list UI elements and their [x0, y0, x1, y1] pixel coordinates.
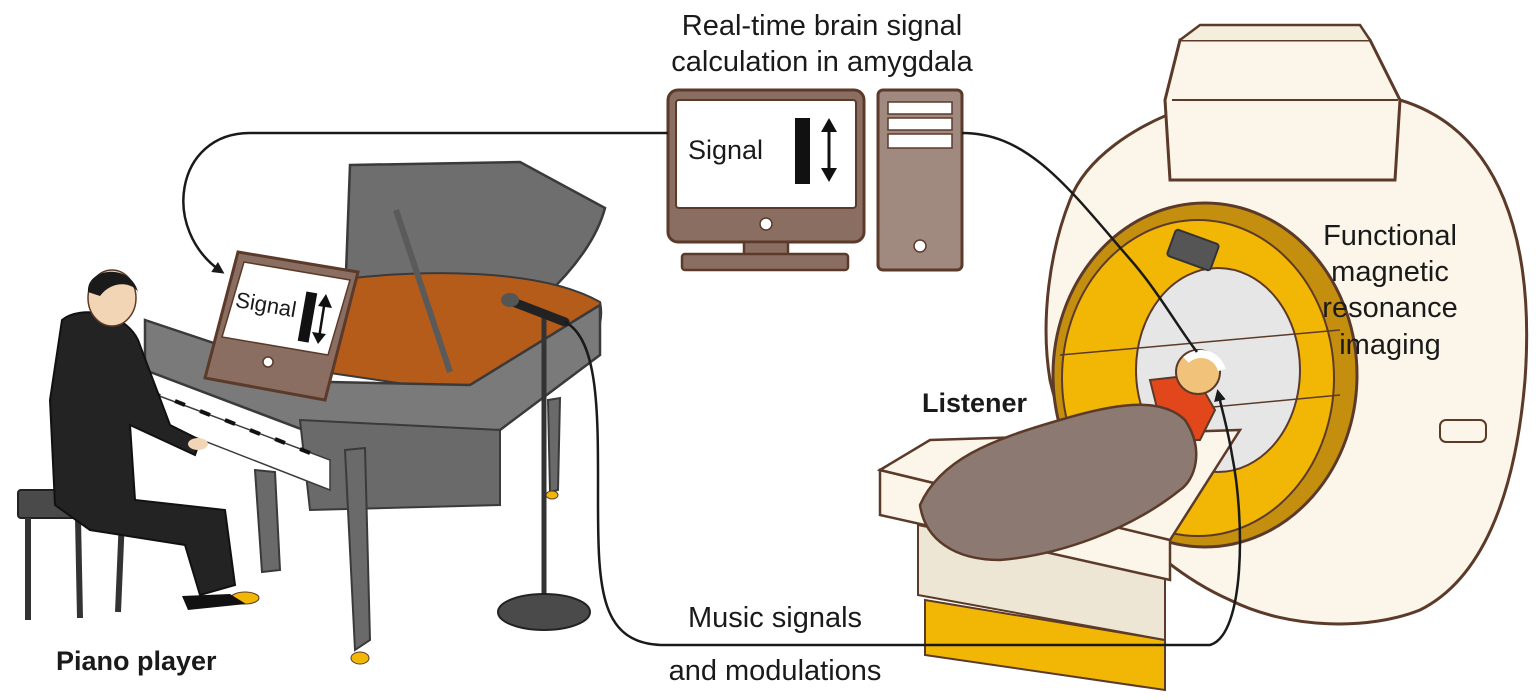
computer-title-line1: Real-time brain signal: [681, 10, 963, 42]
computer-to-scanner-cable: [961, 131, 1198, 353]
fmri-label-line2: magnetic: [1331, 256, 1449, 288]
fmri-label-line4: imaging: [1339, 329, 1441, 361]
microphone-stand: [497, 293, 591, 631]
fmri-label-line3: resonance: [1322, 292, 1458, 324]
music-signal-arrow: [564, 320, 1242, 647]
up-down-arrow-icon: [821, 118, 837, 182]
listener-label: Listener: [922, 388, 1028, 418]
piano-tablet: [203, 250, 360, 402]
computer-monitor: [666, 88, 866, 272]
signal-bar-icon: [795, 118, 810, 184]
listener-patient: [918, 349, 1226, 562]
computer-tower: [876, 88, 964, 272]
fmri-label-line1: Functional: [1323, 220, 1457, 252]
music-signals-line1: Music signals: [687, 602, 863, 634]
piano-player: [17, 269, 246, 620]
music-signals-line2: and modulations: [668, 655, 882, 687]
computer-title-line2: calculation in amygdala: [671, 46, 973, 78]
computer-to-tablet-arrow: [182, 131, 668, 274]
computer-screen-signal-text: Signal: [688, 135, 764, 165]
piano-player-label: Piano player: [56, 646, 217, 676]
